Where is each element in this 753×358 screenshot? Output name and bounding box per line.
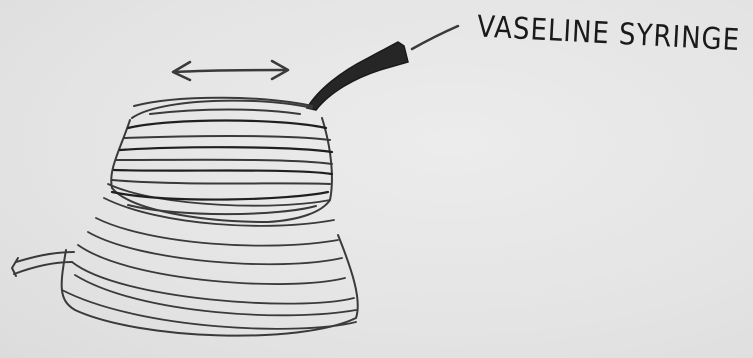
syringe-nozzle — [307, 42, 408, 110]
label-leader-line — [412, 26, 458, 49]
double-arrow-icon — [173, 61, 288, 80]
